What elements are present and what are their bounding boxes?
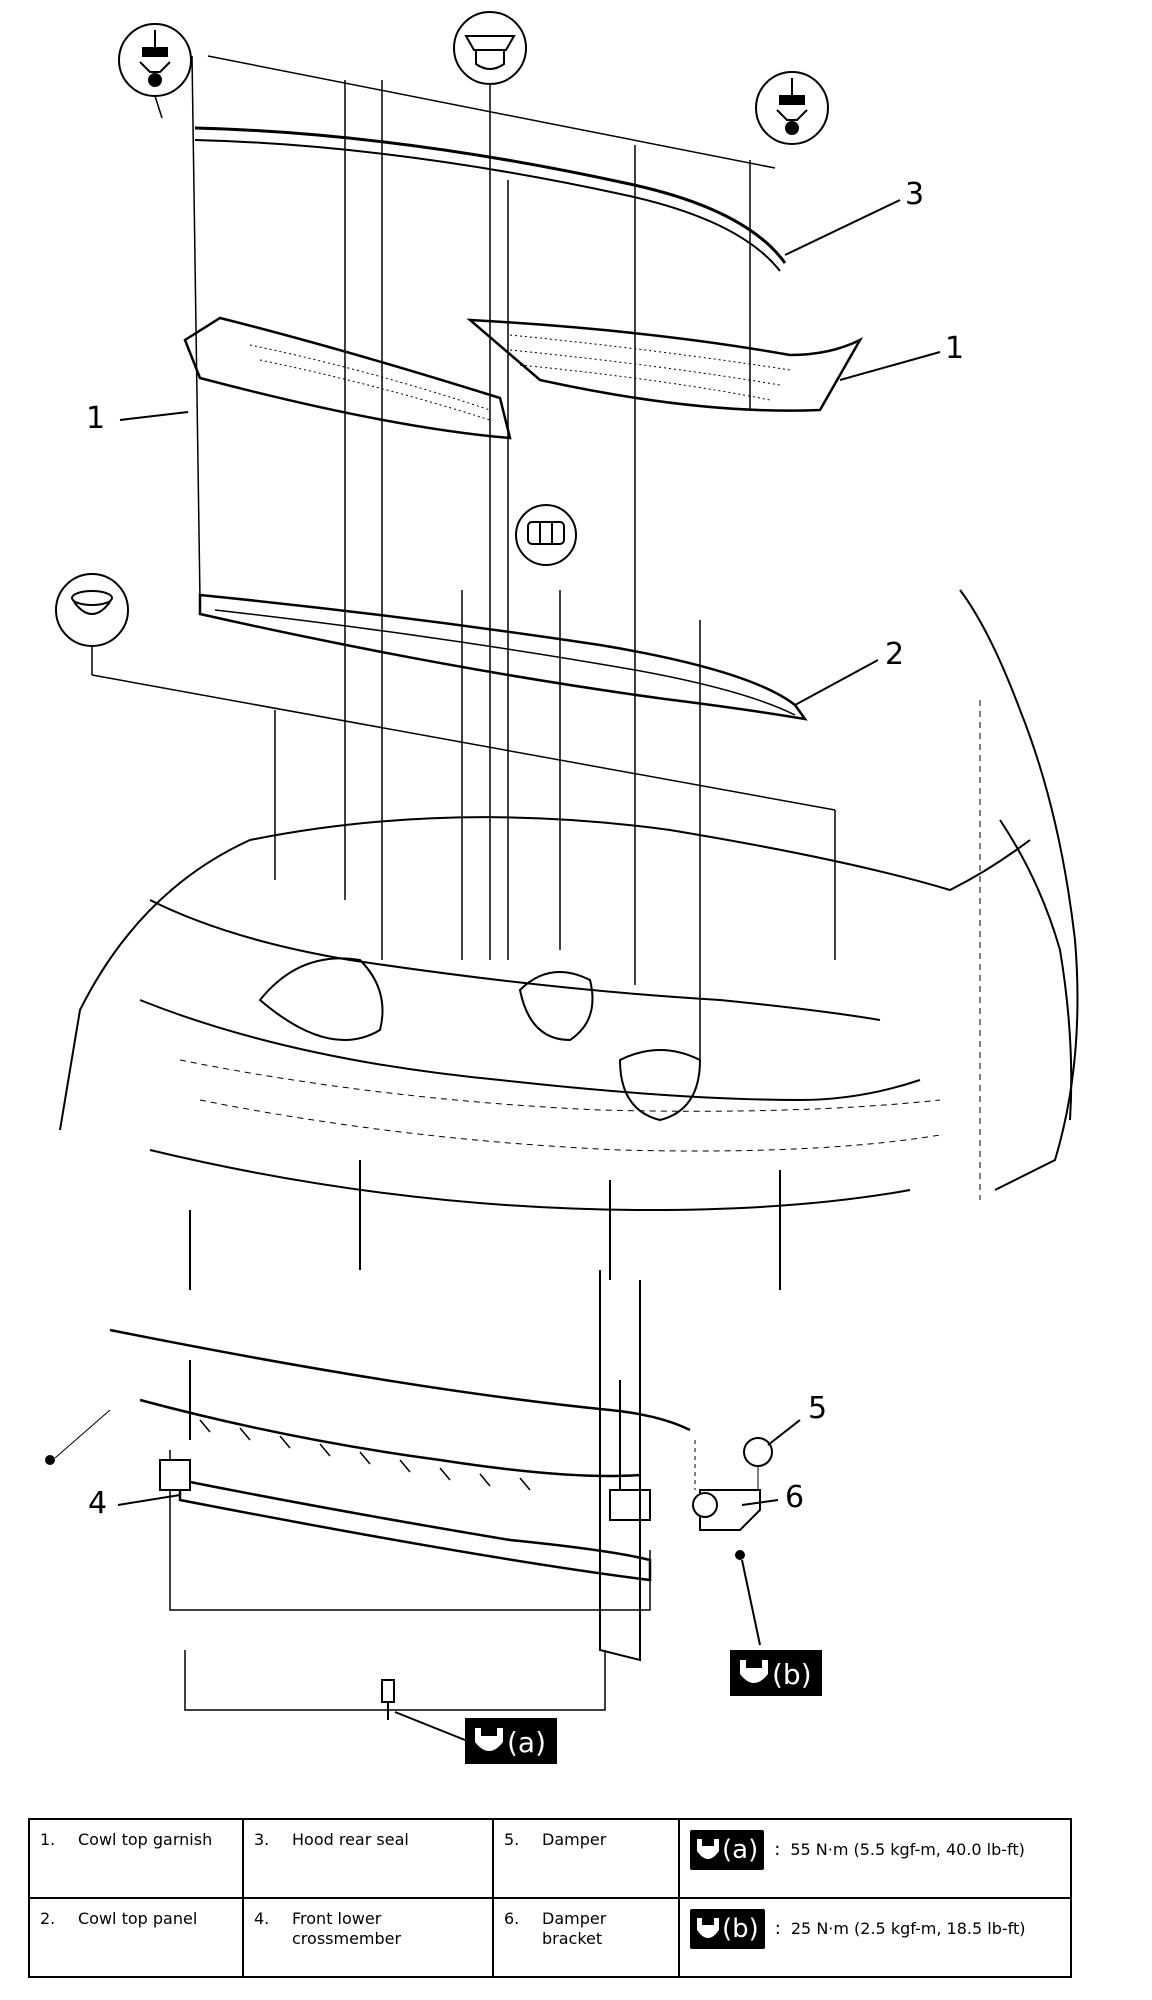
parts-legend-table: 1.Cowl top garnish 3.Hood rear seal 5.Da… [28, 1818, 1072, 1978]
clamp-icon [515, 504, 577, 566]
torque-wrench-icon [740, 1660, 768, 1683]
torque-badge-b: (b) [730, 1650, 822, 1696]
legend-torque-a: (a) : 55 N·m (5.5 kgf-m, 40.0 lb-ft) [678, 1818, 1072, 1899]
bolt [381, 1679, 395, 1720]
callout-3: 3 [905, 177, 924, 212]
cowl-top-panel [198, 593, 808, 721]
svg-text:(a): (a) [507, 1726, 546, 1759]
torque-wrench-icon [475, 1728, 503, 1751]
torque-badge-b-legend: (b) [690, 1909, 765, 1949]
legend-item: 6.Damper bracket [492, 1897, 680, 1978]
clip-icon [755, 71, 829, 145]
legend-item: 1.Cowl top garnish [28, 1818, 244, 1899]
cowl-top-garnish [183, 316, 864, 440]
legend-row: 2.Cowl top panel 4.Front lower crossmemb… [28, 1897, 1072, 1978]
torque-badge-a: (a) [465, 1718, 557, 1764]
callout-leaders [117, 199, 941, 1741]
damper-bracket [692, 1440, 761, 1560]
svg-text:(b): (b) [772, 1658, 812, 1691]
grommet-icon [55, 573, 129, 647]
legend-item: 5.Damper [492, 1818, 680, 1899]
callout-1-left: 1 [86, 401, 105, 436]
torque-badge-a-legend: (a) [690, 1830, 765, 1870]
callout-5: 5 [808, 1391, 827, 1426]
clip-icon [118, 23, 192, 97]
callout-2: 2 [885, 637, 904, 672]
legend-item: 2.Cowl top panel [28, 1897, 244, 1978]
grommet-icon [453, 11, 527, 85]
exploded-parts-diagram: 1 1 2 3 4 5 6 (b) (a) [45, 11, 1079, 1764]
callout-6: 6 [785, 1480, 804, 1515]
guide-lines [91, 55, 836, 1060]
torque-wrench-icon [697, 1918, 719, 1938]
front-lower-crossmember [45, 1270, 691, 1711]
legend-row: 1.Cowl top garnish 3.Hood rear seal 5.Da… [28, 1818, 1072, 1899]
hood-rear-seal [194, 126, 787, 272]
vehicle-front-body [59, 589, 1079, 1290]
legend-torque-b: (b) : 25 N·m (2.5 kgf-m, 18.5 lb-ft) [678, 1897, 1072, 1978]
legend-item: 4.Front lower crossmember [242, 1897, 494, 1978]
callout-4: 4 [88, 1486, 107, 1521]
callout-1-right: 1 [945, 331, 964, 366]
torque-wrench-icon [697, 1839, 719, 1859]
damper [743, 1437, 773, 1490]
legend-item: 3.Hood rear seal [242, 1818, 494, 1899]
